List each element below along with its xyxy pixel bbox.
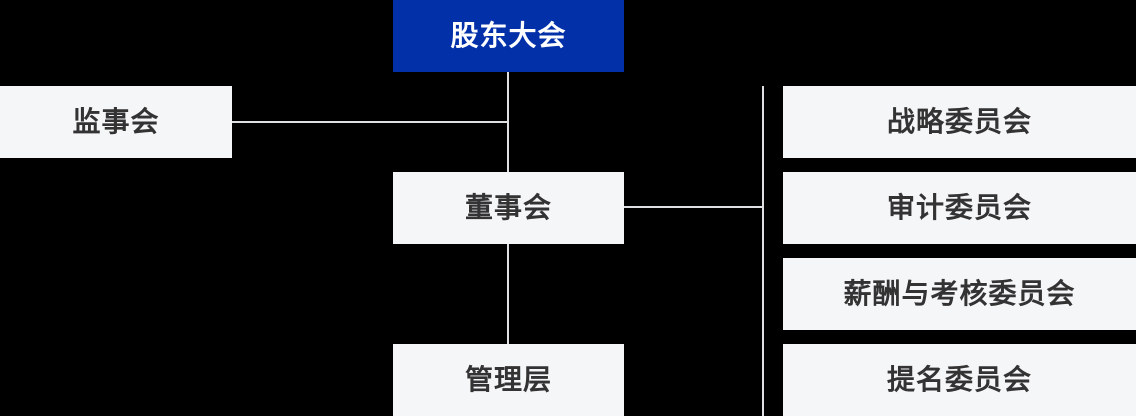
node-strategy-committee: 战略委员会	[783, 86, 1136, 158]
node-remuneration-appraisal-committee: 薪酬与考核委员会	[783, 258, 1136, 330]
node-board-of-directors: 董事会	[393, 172, 624, 244]
node-board-of-supervisors-label: 监事会	[72, 106, 160, 137]
node-shareholders-meeting-label: 股东大会	[450, 20, 567, 51]
node-management-label: 管理层	[464, 364, 552, 395]
node-audit-committee: 审计委员会	[783, 172, 1136, 244]
connector-board-to-committees	[624, 206, 763, 208]
node-nomination-committee-label: 提名委员会	[886, 364, 1032, 395]
node-shareholders-meeting: 股东大会	[393, 0, 624, 72]
node-strategy-committee-label: 战略委员会	[886, 106, 1032, 137]
node-remuneration-appraisal-committee-label: 薪酬与考核委员会	[843, 278, 1076, 309]
node-board-of-directors-label: 董事会	[464, 192, 552, 223]
node-management: 管理层	[393, 344, 624, 416]
node-board-of-supervisors: 监事会	[0, 86, 232, 158]
connector-committees-spine	[762, 86, 764, 416]
connector-supervisors-horizontal	[232, 121, 509, 123]
node-nomination-committee: 提名委员会	[783, 344, 1136, 416]
node-audit-committee-label: 审计委员会	[886, 192, 1032, 223]
